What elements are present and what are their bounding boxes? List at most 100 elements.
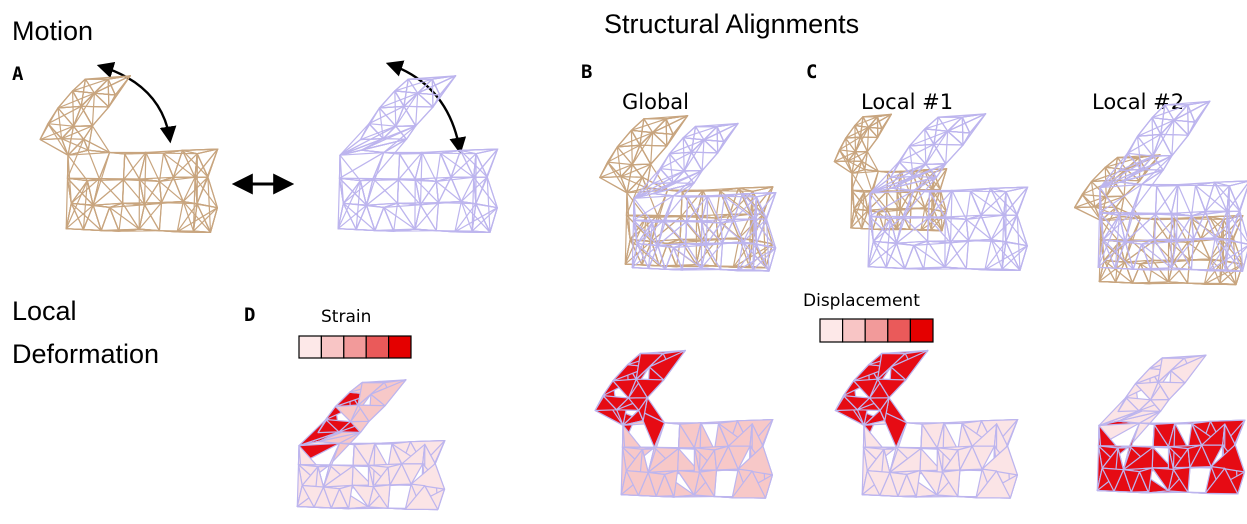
mesh-triangle (396, 202, 422, 230)
mesh-triangle (162, 149, 184, 178)
mesh-triangle (933, 143, 964, 165)
mesh-triangle (1175, 238, 1195, 271)
scale-swatch (365, 335, 390, 359)
mesh-triangle (729, 213, 752, 239)
mesh-triangle (1124, 241, 1143, 270)
mesh-triangle (374, 206, 395, 232)
mesh-triangle (1122, 469, 1141, 493)
mesh-triangle (981, 445, 1019, 476)
mesh-triangle (889, 447, 922, 473)
mesh-triangle (668, 137, 685, 172)
mesh-triangle (1136, 133, 1162, 157)
mesh-triangle (904, 244, 925, 270)
mesh-triangle (853, 208, 869, 230)
mesh-triangle (1131, 263, 1150, 285)
mesh-triangle (1200, 238, 1222, 260)
mesh-triangle (913, 240, 929, 270)
mesh-triangle (650, 240, 669, 267)
scale-swatch (388, 335, 412, 359)
mesh-triangle (652, 115, 689, 147)
mesh-triangle (1124, 213, 1157, 243)
mesh-triangle (737, 445, 774, 476)
mesh-triangle (908, 128, 927, 165)
mesh-triangle (1005, 186, 1029, 243)
mesh-triangle (895, 242, 915, 270)
mesh-triangle (975, 470, 1011, 499)
local-deformation-heading-line2: Deformation (12, 339, 159, 369)
mesh-triangle (853, 378, 879, 399)
mesh-triangle (889, 471, 908, 497)
mesh-a-lavender (337, 75, 499, 233)
mesh-triangle (867, 113, 892, 139)
mesh-triangle (663, 182, 695, 221)
displacement-color-scale (819, 318, 934, 343)
mesh-triangle (1204, 467, 1239, 495)
scale-swatch (841, 318, 866, 343)
mesh-triangle (1213, 180, 1247, 213)
mesh-triangle (727, 445, 751, 470)
mesh-triangle (685, 243, 708, 269)
mesh-triangle (176, 203, 212, 233)
mesh-triangle (1101, 467, 1125, 492)
mesh-triangle (1194, 181, 1216, 213)
mesh-triangle (378, 90, 397, 127)
mesh-triangle (338, 484, 353, 510)
mesh-triangle (949, 240, 970, 270)
mesh-triangle (731, 470, 767, 499)
mesh-triangle (1214, 210, 1247, 245)
strain-scale-label: Strain (321, 307, 371, 327)
motion-arrow-right (385, 60, 467, 155)
mesh-triangle (908, 143, 935, 165)
mesh-triangle (355, 204, 376, 232)
mesh-triangle (334, 404, 359, 423)
mesh-triangle (862, 424, 885, 450)
mesh-triangle (403, 105, 434, 127)
mesh-triangle (742, 218, 777, 249)
mesh-triangle (990, 214, 1028, 247)
mesh-triangle (1131, 263, 1150, 285)
mesh-triangle (439, 149, 462, 178)
mesh-triangle (1152, 240, 1175, 263)
mesh-triangle (616, 144, 641, 166)
mesh-triangle (947, 113, 987, 146)
mesh-triangle (322, 465, 354, 488)
mesh-triangle (980, 214, 1005, 241)
mesh-triangle (378, 105, 405, 127)
mesh-triangle (475, 148, 499, 205)
mesh-local1-displacement (834, 349, 1019, 499)
mesh-triangle (138, 202, 163, 232)
mesh-triangle (70, 202, 94, 231)
column-title-local1: Local #1 (861, 90, 953, 114)
local-deformation-heading-line1: Local (12, 296, 77, 326)
mesh-triangle (1201, 444, 1224, 468)
mesh-triangle (732, 239, 767, 269)
mesh-triangle (920, 208, 943, 232)
mesh-triangle (904, 244, 925, 270)
mesh-triangle (1140, 239, 1156, 271)
mesh-triangle (182, 176, 218, 209)
mesh-triangle (342, 202, 368, 231)
mesh-triangle (1136, 117, 1154, 157)
mesh-triangle (108, 202, 124, 232)
mesh-triangle (93, 75, 131, 108)
mesh-triangle (92, 179, 125, 206)
mesh-triangle (741, 192, 777, 220)
mesh-triangle (621, 424, 644, 450)
panel-label-c: C (806, 61, 817, 83)
mesh-triangle (1208, 215, 1244, 240)
mesh-triangle (1210, 444, 1246, 473)
mesh-triangle (989, 186, 1029, 216)
strain-color-scale (298, 335, 412, 359)
mesh-triangle (906, 470, 921, 498)
mesh-c-lavender (867, 113, 1029, 271)
mesh-triangle (676, 470, 701, 496)
mesh-triangle (895, 217, 930, 244)
motion-arrow-left (96, 61, 177, 144)
mesh-triangle (1208, 239, 1244, 272)
column-title-local2: Local #2 (1092, 90, 1184, 114)
mesh-triangle (417, 75, 457, 108)
mesh-triangle (454, 207, 498, 233)
mesh-triangle (1172, 466, 1191, 493)
mesh-triangle (162, 149, 184, 178)
mesh-triangle (1130, 169, 1164, 214)
